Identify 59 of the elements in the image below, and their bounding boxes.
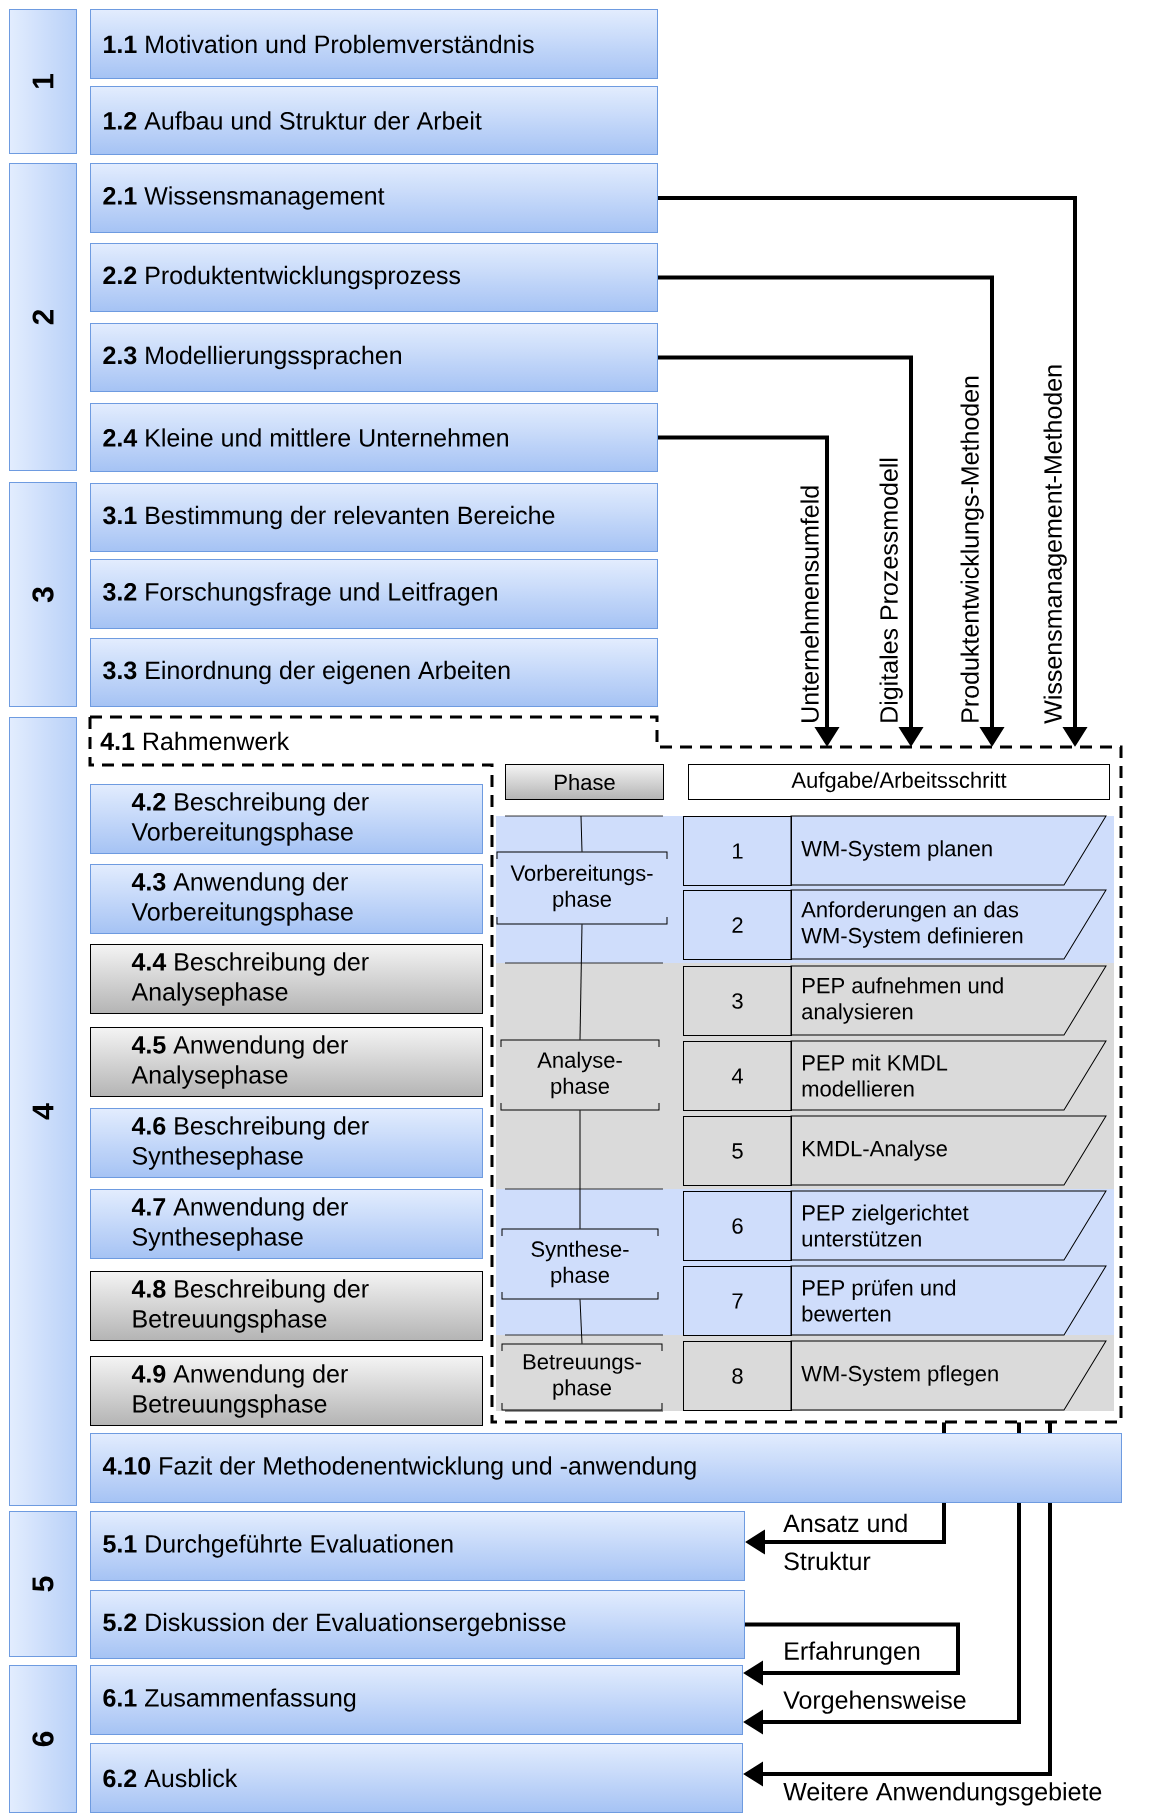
step-number-box: 7 xyxy=(683,1266,792,1336)
step-number-box: 5 xyxy=(683,1116,792,1186)
section-box: 3.2 Forschungsfrage und Leitfragen xyxy=(90,559,658,629)
step-box: Anforderungen an das WM-System definieren xyxy=(790,889,1107,960)
section-box: 4.10 Fazit der Methodenentwicklung und -anwendung xyxy=(90,1433,1122,1503)
section-box: 2.3 Modellierungssprachen xyxy=(90,323,658,392)
section-box: 3.3 Einordnung der eigenen Arbeiten xyxy=(90,638,658,707)
step-box: PEP zielgerichtet unterstützen xyxy=(790,1190,1107,1261)
section-box: 2.2 Produktentwicklungsprozess xyxy=(90,243,658,312)
step-number-box: 8 xyxy=(683,1341,792,1411)
section-box: 4.2 Beschreibung der Vorbereitungsphase xyxy=(90,784,483,854)
chapter-band: 4 xyxy=(9,717,77,1506)
section-box: 1.1 Motivation und Problemverständnis xyxy=(90,9,658,79)
section-box: 6.1 Zusammenfassung xyxy=(90,1665,743,1735)
section-box: 4.5 Anwendung der Analysephase xyxy=(90,1027,483,1097)
chapter-band: 3 xyxy=(9,482,77,707)
section-box: 4.3 Anwendung der Vorbereitungsphase xyxy=(90,864,483,934)
edge-label: Vorgehensweise xyxy=(783,1690,966,1714)
chapter-band: 1 xyxy=(9,9,77,154)
section-box: 4.7 Anwendung der Synthesephase xyxy=(90,1189,483,1259)
section-box: 4.6 Beschreibung der Synthesephase xyxy=(90,1108,483,1178)
column-header: Phase xyxy=(505,764,664,800)
step-number-box: 4 xyxy=(683,1041,792,1111)
section-box: 6.2 Ausblick xyxy=(90,1743,743,1813)
edge-label: Digitales Prozessmodell xyxy=(879,458,903,722)
column-header: Aufgabe/Arbeitsschritt xyxy=(688,764,1110,800)
step-box: KMDL-Analyse xyxy=(790,1115,1107,1186)
step-box: WM-System planen xyxy=(790,815,1107,886)
chapter-band: 5 xyxy=(9,1511,77,1657)
section-box: 4.4 Beschreibung der Analysephase xyxy=(90,944,483,1014)
section-box: 5.1 Durchgeführte Evaluationen xyxy=(90,1511,745,1581)
phase-label: Analyse-phase xyxy=(500,1039,660,1111)
step-number-box: 3 xyxy=(683,966,792,1036)
phase-label: Betreuungs-phase xyxy=(501,1343,663,1411)
edge-label: Wissensmanagement-Methoden xyxy=(1043,365,1067,724)
step-number-box: 2 xyxy=(683,890,792,960)
section-box: 5.2 Diskussion der Evaluationsergebnisse xyxy=(90,1590,745,1659)
edge-label: Produktentwicklungs-Methoden xyxy=(960,376,984,722)
section-box: 2.1 Wissensmanagement xyxy=(90,163,658,233)
edge-label: Erfahrungen xyxy=(785,1641,920,1665)
edge-label: Unternehmensumfeld xyxy=(800,486,819,722)
step-number-box: 6 xyxy=(683,1191,792,1261)
section-box: 3.1 Bestimmung der relevanten Bereiche xyxy=(90,483,658,552)
edge-label: Weitere Anwendungsgebiete xyxy=(783,1782,1102,1806)
step-number-box: 1 xyxy=(683,816,792,886)
phase-label: Synthese-phase xyxy=(501,1228,659,1300)
chapter-band: 6 xyxy=(9,1665,77,1813)
section-box: 4.8 Beschreibung der Betreuungsphase xyxy=(90,1271,483,1341)
step-box: PEP aufnehmen und analysieren xyxy=(790,965,1107,1036)
section-box: 2.4 Kleine und mittlere Unternehmen xyxy=(90,403,658,472)
chapter-band: 2 xyxy=(9,163,77,471)
phase-label: Vorbereitungs-phase xyxy=(496,851,668,925)
step-box: WM-System pflegen xyxy=(790,1340,1107,1411)
section-box: 4.9 Anwendung der Betreuungsphase xyxy=(90,1356,483,1426)
step-box: PEP mit KMDL modellieren xyxy=(790,1040,1107,1111)
frame-title: 4.1 Rahmenwerk xyxy=(100,731,290,751)
step-box: PEP prüfen und bewerten xyxy=(790,1265,1107,1336)
edge-label: Ansatz und Struktur xyxy=(783,1513,907,1571)
section-box: 1.2 Aufbau und Struktur der Arbeit xyxy=(90,86,658,155)
